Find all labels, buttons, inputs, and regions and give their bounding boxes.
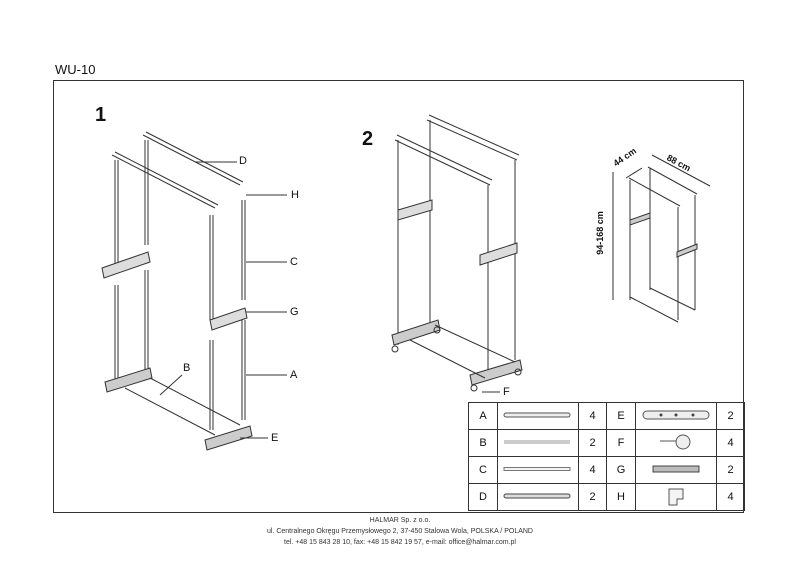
part-quantity: 4 (716, 483, 745, 511)
step2-assembled-drawing (391, 114, 523, 393)
part-label-c: C (290, 256, 298, 268)
part-letter: E (606, 402, 636, 430)
footer: HALMAR Sp. z o.o. ul. Centralnego Okręgu… (0, 515, 800, 548)
instruction-frame (53, 80, 744, 513)
footer-contact: tel. +48 15 843 28 10, fax: +48 15 842 1… (284, 539, 516, 546)
part-d-image (497, 483, 579, 511)
part-quantity: 2 (716, 402, 745, 430)
part-quantity: 2 (578, 429, 607, 457)
part-letter: B (468, 429, 498, 457)
part-letter: F (606, 429, 636, 457)
step1-exploded-drawing (101, 131, 287, 451)
part-a-image (497, 402, 579, 430)
footer-address: ul. Centralnego Okręgu Przemysłowego 2, … (266, 528, 533, 535)
part-label-d: D (239, 155, 247, 167)
part-b-image (497, 429, 579, 457)
part-letter: G (606, 456, 636, 484)
dimension-drawing (612, 154, 711, 323)
part-h-image (635, 483, 717, 511)
step-1-number: 1 (95, 104, 107, 126)
part-letter: D (468, 483, 498, 511)
part-letter: A (468, 402, 498, 430)
part-quantity: 4 (578, 402, 607, 430)
part-label-f: F (503, 386, 510, 398)
part-f-image (635, 429, 717, 457)
part-quantity: 2 (578, 483, 607, 511)
document-title: WU-10 (55, 62, 96, 77)
part-quantity: 2 (716, 456, 745, 484)
part-g-image (635, 456, 717, 484)
part-label-a: A (290, 369, 298, 381)
part-quantity: 4 (578, 456, 607, 484)
footer-company: HALMAR Sp. z o.o. (369, 517, 431, 524)
part-label-b: B (183, 362, 191, 374)
part-quantity: 4 (716, 429, 745, 457)
part-label-g: G (290, 306, 299, 318)
height-dimension: 94-168 cm (594, 211, 605, 255)
part-letter: C (468, 456, 498, 484)
step-2-number: 2 (362, 128, 374, 150)
part-letter: H (606, 483, 636, 511)
part-label-e: E (271, 432, 279, 444)
part-c-image (497, 456, 579, 484)
part-e-image (635, 402, 717, 430)
part-label-h: H (291, 189, 299, 201)
